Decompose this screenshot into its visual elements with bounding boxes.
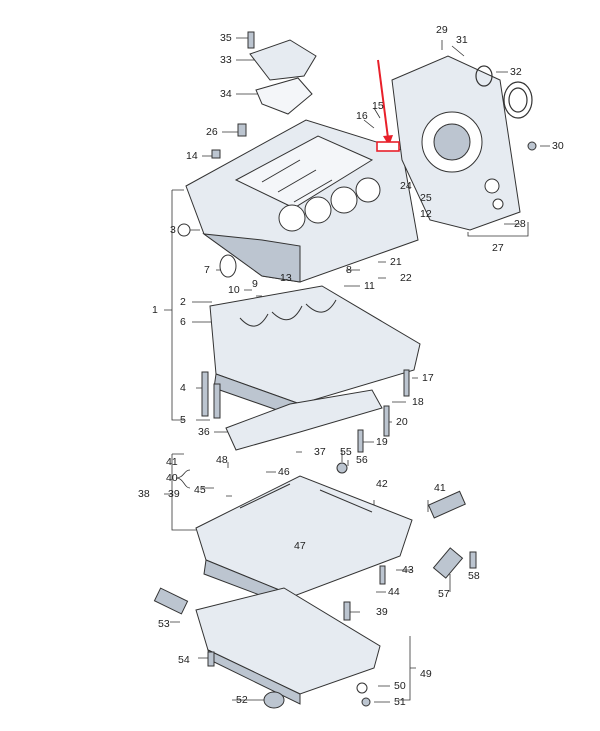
label-45: 45 <box>194 484 206 496</box>
label-47: 47 <box>294 540 306 552</box>
label-40: 40 <box>166 472 178 484</box>
label-56: 56 <box>356 454 368 466</box>
bedplate <box>209 285 421 419</box>
label-57: 57 <box>438 588 450 600</box>
label-39a: 39 <box>168 488 180 500</box>
bearing-shell-36 <box>225 389 383 451</box>
label-51: 51 <box>394 696 406 708</box>
label-41a: 41 <box>166 456 178 468</box>
label-46: 46 <box>278 466 290 478</box>
label-19: 19 <box>376 436 388 448</box>
label-27: 27 <box>492 242 504 254</box>
label-22: 22 <box>400 272 412 284</box>
label-55: 55 <box>340 446 352 458</box>
label-43: 43 <box>402 564 414 576</box>
label-44: 44 <box>388 586 400 598</box>
label-11: 11 <box>364 280 375 292</box>
bolts <box>153 123 537 709</box>
engine-block <box>185 119 419 283</box>
label-18: 18 <box>412 396 424 408</box>
label-5: 5 <box>180 414 186 426</box>
label-32: 32 <box>510 66 522 78</box>
label-9: 9 <box>252 278 258 290</box>
label-38: 38 <box>138 488 150 500</box>
label-13: 13 <box>280 272 292 284</box>
label-39b: 39 <box>376 606 388 618</box>
label-3: 3 <box>170 224 176 236</box>
label-35: 35 <box>220 32 232 44</box>
label-12: 12 <box>420 208 432 220</box>
label-6: 6 <box>180 316 186 328</box>
label-36: 36 <box>198 426 210 438</box>
oil-pan-lower <box>195 587 381 705</box>
label-31: 31 <box>456 34 468 46</box>
label-10: 10 <box>228 284 240 296</box>
label-21: 21 <box>390 256 402 268</box>
label-58: 58 <box>468 570 480 582</box>
label-16: 16 <box>356 110 368 122</box>
seal-ring-32 <box>475 65 533 119</box>
label-49: 49 <box>420 668 432 680</box>
label-30: 30 <box>552 140 564 152</box>
rear-cover <box>391 55 521 231</box>
label-7: 7 <box>204 264 210 276</box>
label-41b: 41 <box>434 482 446 494</box>
label-4: 4 <box>180 382 186 394</box>
label-34: 34 <box>220 88 232 100</box>
label-8: 8 <box>346 264 352 276</box>
label-17: 17 <box>422 372 434 384</box>
label-37: 37 <box>314 446 326 458</box>
label-2: 2 <box>180 296 186 308</box>
label-14: 14 <box>186 150 198 162</box>
cover-plates <box>247 31 317 115</box>
label-20: 20 <box>396 416 408 428</box>
label-33: 33 <box>220 54 232 66</box>
label-53: 53 <box>158 618 170 630</box>
label-42: 42 <box>376 478 388 490</box>
label-15: 15 <box>372 100 384 112</box>
label-29: 29 <box>436 24 448 36</box>
label-26: 26 <box>206 126 218 138</box>
label-1: 1 <box>152 304 158 316</box>
label-54: 54 <box>178 654 190 666</box>
label-28: 28 <box>514 218 526 230</box>
label-48: 48 <box>216 454 228 466</box>
label-50: 50 <box>394 680 406 692</box>
label-52: 52 <box>236 694 248 706</box>
label-24: 24 <box>400 180 412 192</box>
label-25: 25 <box>420 192 432 204</box>
highlight-marker <box>376 59 400 152</box>
